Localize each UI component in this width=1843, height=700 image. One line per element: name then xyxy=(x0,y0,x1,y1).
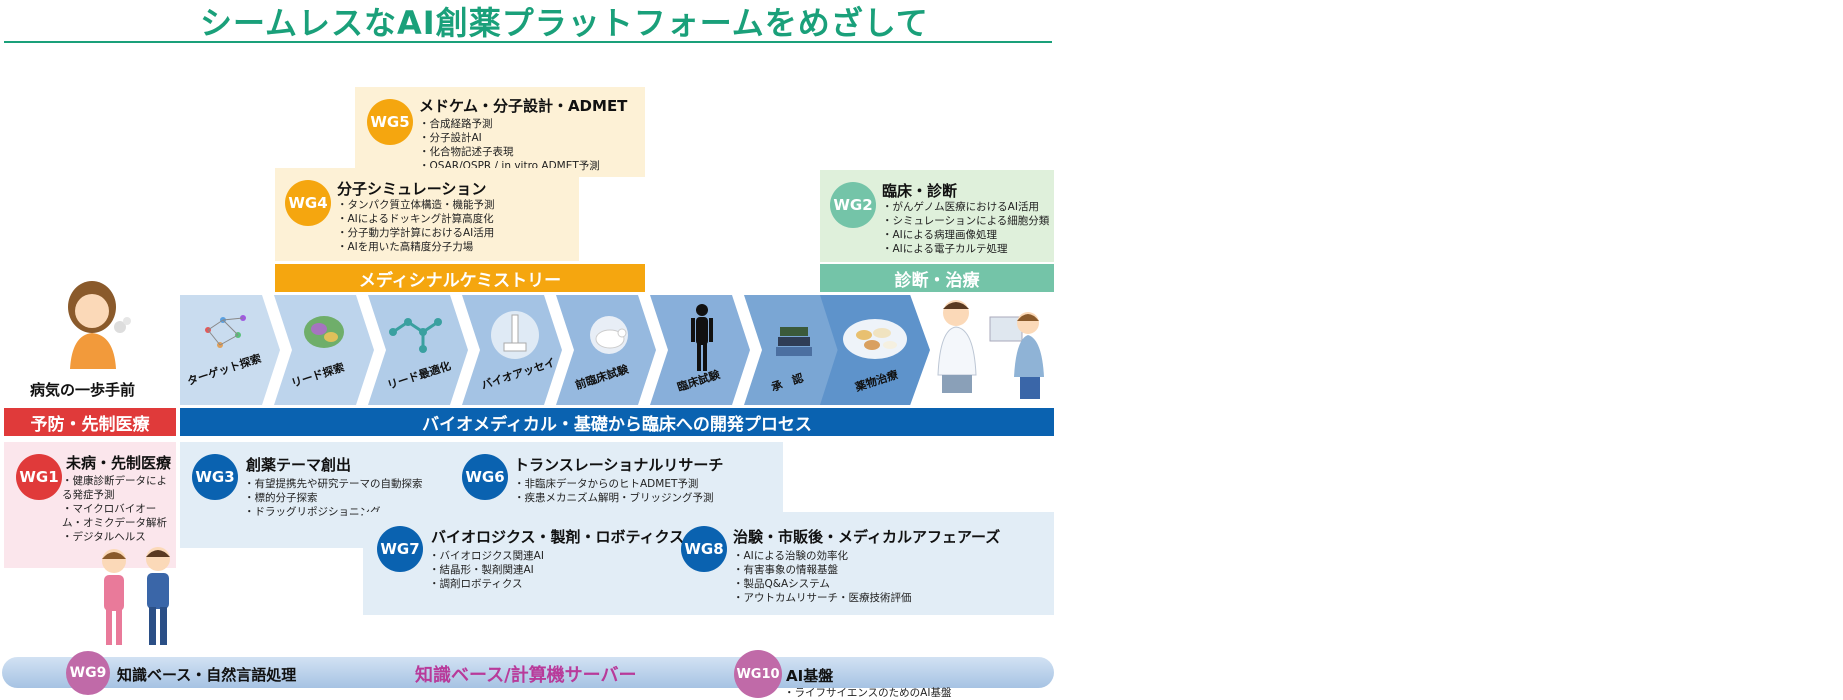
wg5-item: 分子設計AI xyxy=(419,131,600,145)
wg8-item: AIによる治験の効率化 xyxy=(733,549,912,563)
wg3-title: 創薬テーマ創出 xyxy=(246,456,352,474)
stage-bioassay: バイオアッセイ xyxy=(462,295,562,405)
wg10-item: ライフサイエンスのためのAI基盤 xyxy=(784,686,952,700)
wg1-item: マイクロバイオーム・オミクデータ解析 xyxy=(62,502,174,530)
wg10-title: AI基盤 xyxy=(786,667,834,685)
wg9-title: 知識ベース・自然言語処理 xyxy=(117,666,297,684)
stage-label: リード最適化 xyxy=(385,359,453,393)
wg4-items: タンパク質立体構造・機能予測 AIによるドッキング計算高度化 分子動力学計算にお… xyxy=(337,198,495,254)
protein-icon xyxy=(304,316,344,348)
kb-band-label: 知識ベース/計算機サーバー xyxy=(415,665,637,686)
wg3-item: ドラッグリポジショニング xyxy=(244,505,423,519)
stage-drug-therapy: 薬物治療 xyxy=(820,295,930,405)
process-band: バイオメディカル・基礎から臨床への開発プロセス xyxy=(180,408,1054,436)
wg3-badge: WG3 xyxy=(192,454,238,500)
wg5-panel: WG5 メドケム・分子設計・ADMET 合成経路予測 分子設計AI 化合物記述子… xyxy=(355,87,645,177)
wg6-item: 非臨床データからのヒトADMET予測 xyxy=(514,477,714,491)
wg10-badge: WG10 xyxy=(734,650,782,698)
wg6-title: トランスレーショナルリサーチ xyxy=(514,456,724,474)
stage-preclinical: 前臨床試験 xyxy=(556,295,656,405)
wg8-badge: WG8 xyxy=(681,526,727,572)
wg2-items: がんゲノム医療におけるAI活用 シミュレーションによる細胞分類 AIによる病理画… xyxy=(882,200,1050,256)
patient-label: 病気の一歩手前 xyxy=(30,381,136,399)
pipette-icon xyxy=(491,311,539,359)
children-illustration xyxy=(90,545,185,650)
wg1-title: 未病・先制医療 xyxy=(66,454,172,472)
doctor-illustration xyxy=(930,295,1055,405)
medchem-band: メディシナルケミストリー xyxy=(275,264,645,292)
wg2-item: AIによる病理画像処理 xyxy=(882,228,1049,242)
stage-label: 薬物治療 xyxy=(853,368,900,395)
stage-label: 承 認 xyxy=(769,371,806,395)
stage-label: リード探索 xyxy=(289,360,346,391)
kb-band xyxy=(2,657,1054,688)
wg4-panel: WG4 分子シミュレーション タンパク質立体構造・機能予測 AIによるドッキング… xyxy=(275,168,579,261)
wg1-item: 健康診断データによる発症予測 xyxy=(62,474,174,502)
wg8-item: 有害事象の情報基盤 xyxy=(733,563,912,577)
human-figure-icon xyxy=(691,304,713,371)
wg6-item: 疾患メカニズム解明・ブリッジング予測 xyxy=(514,491,714,505)
wg1-panel: WG1 未病・先制医療 健康診断データによる発症予測 マイクロバイオーム・オミク… xyxy=(4,442,176,568)
wg4-item: 分子動力学計算におけるAI活用 xyxy=(337,226,495,240)
pills-icon xyxy=(843,319,907,359)
stage-clinical: 臨床試験 xyxy=(650,295,750,405)
wg4-item: タンパク質立体構造・機能予測 xyxy=(337,198,495,212)
wg7-items: バイオロジクス関連AI 結晶形・製剤関連AI 調剤ロボティクス xyxy=(429,549,544,591)
stage-target: ターゲット探索 xyxy=(180,295,280,405)
wg5-item: 化合物記述子表現 xyxy=(419,145,600,159)
network-icon xyxy=(205,315,246,348)
wg2-title: 臨床・診断 xyxy=(882,182,958,200)
wg2-item: AIによる電子カルテ処理 xyxy=(882,242,1049,256)
wg2-panel: WG2 臨床・診断 がんゲノム医療におけるAI活用 シミュレーションによる細胞分… xyxy=(820,170,1054,262)
wg3-item: 標的分子探索 xyxy=(244,491,423,505)
wg6-items: 非臨床データからのヒトADMET予測 疾患メカニズム解明・ブリッジング予測 xyxy=(514,477,714,505)
wg2-item: がんゲノム医療におけるAI活用 xyxy=(882,200,1049,214)
stage-label: ターゲット探索 xyxy=(185,351,263,389)
wg4-item: AIを用いた高精度分子力場 xyxy=(337,240,495,254)
wg4-title: 分子シミュレーション xyxy=(337,180,487,198)
stage-lead-opt: リード最適化 xyxy=(368,295,468,405)
wg5-badge: WG5 xyxy=(367,99,413,145)
wg5-item: 合成経路予測 xyxy=(419,117,600,131)
wg9-badge: WG9 xyxy=(66,651,110,695)
wg7-item: 調剤ロボティクス xyxy=(429,577,544,591)
books-icon xyxy=(776,327,812,356)
mouse-icon xyxy=(590,316,628,354)
stage-lead-search: リード探索 xyxy=(274,295,374,405)
wg8-title: 治験・市販後・メディカルアフェアーズ xyxy=(733,528,1001,546)
wg6-badge: WG6 xyxy=(462,454,508,500)
wg7-badge: WG7 xyxy=(377,526,423,572)
stage-label: 前臨床試験 xyxy=(573,362,630,393)
title-underline xyxy=(4,41,1052,43)
wg8-item: 製品Q&Aシステム xyxy=(733,577,912,591)
molecule-icon xyxy=(389,318,442,353)
wg2-item: シミュレーションによる細胞分類 xyxy=(882,214,1050,228)
prevent-band: 予防・先制医療 xyxy=(4,408,176,436)
patient-illustration xyxy=(56,277,136,369)
wg3-items: 有望提携先や研究テーマの自動探索 標的分子探索 ドラッグリポジショニング xyxy=(244,477,423,519)
wg1-badge: WG1 xyxy=(16,454,62,500)
wg2-badge: WG2 xyxy=(830,182,876,228)
wg5-items: 合成経路予測 分子設計AI 化合物記述子表現 QSAR/QSPR / in vi… xyxy=(419,117,600,173)
diag-band: 診断・治療 xyxy=(820,264,1054,292)
wg7-item: バイオロジクス関連AI xyxy=(429,549,544,563)
wg4-item: AIによるドッキング計算高度化 xyxy=(337,212,495,226)
wg1-items: 健康診断データによる発症予測 マイクロバイオーム・オミクデータ解析 デジタルヘル… xyxy=(62,474,174,544)
wg10-items: ライフサイエンスのためのAI基盤 xyxy=(784,686,952,700)
wg7-item: 結晶形・製剤関連AI xyxy=(429,563,544,577)
wg1-item: デジタルヘルス xyxy=(62,530,174,544)
wg8-items: AIによる治験の効率化 有害事象の情報基盤 製品Q&Aシステム アウトカムリサー… xyxy=(733,549,912,605)
wg7-wg8-panel: WG7 バイオロジクス・製剤・ロボティクス バイオロジクス関連AI 結晶形・製剤… xyxy=(363,512,1054,615)
wg8-item: アウトカムリサーチ・医療技術評価 xyxy=(733,591,912,605)
wg7-title: バイオロジクス・製剤・ロボティクス xyxy=(431,528,685,546)
wg3-item: 有望提携先や研究テーマの自動探索 xyxy=(244,477,423,491)
page-title: シームレスなAI創薬プラットフォームをめざして xyxy=(200,4,929,42)
wg5-title: メドケム・分子設計・ADMET xyxy=(419,97,628,115)
wg4-badge: WG4 xyxy=(285,180,331,226)
